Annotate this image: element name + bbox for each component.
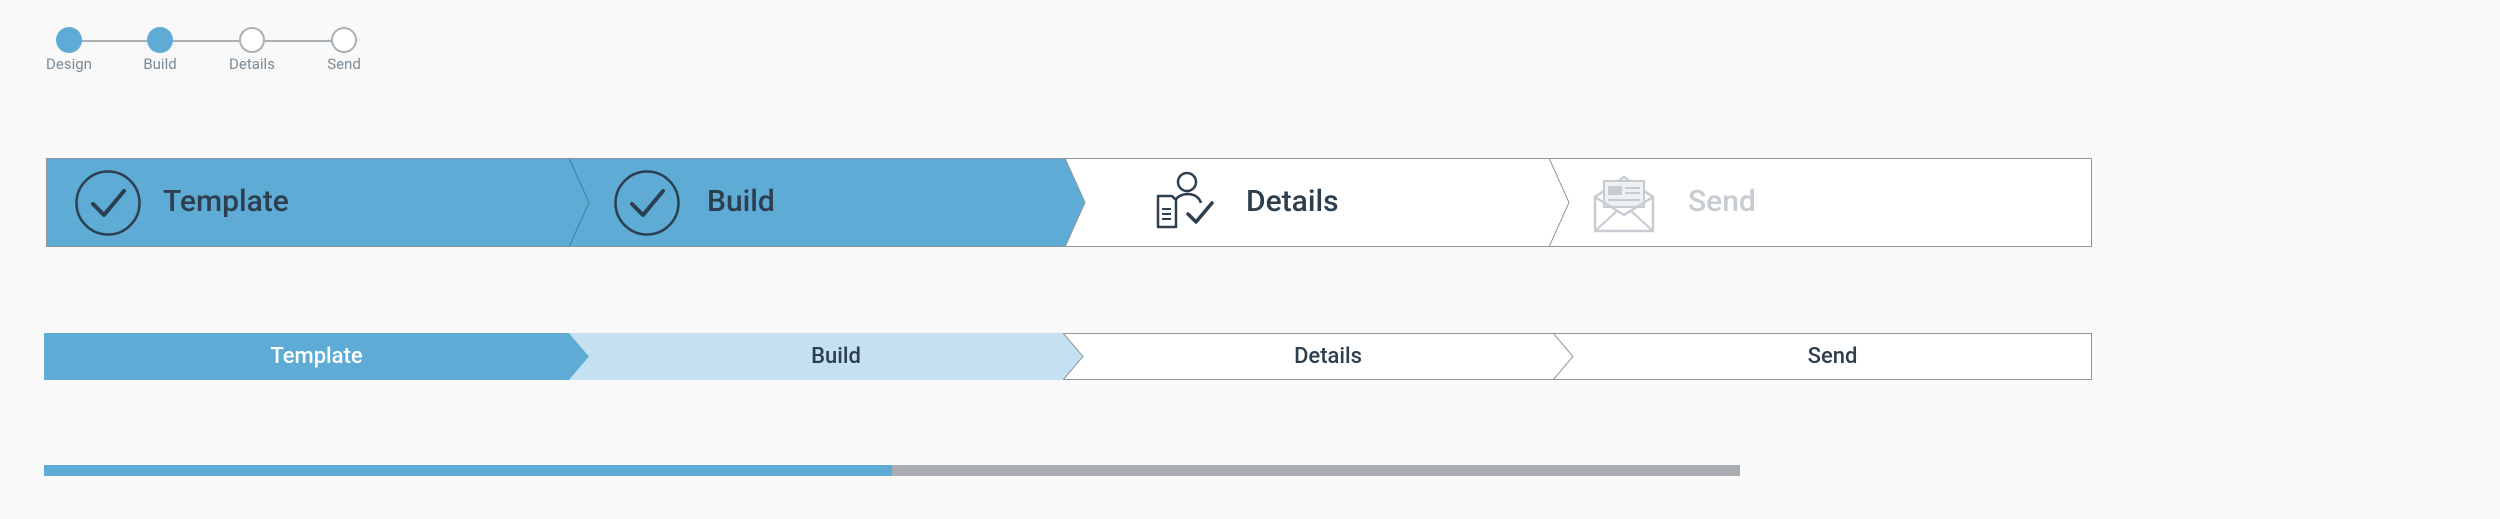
chevron-step-build[interactable]: Build — [586, 158, 1076, 247]
step-label-design: Design — [46, 55, 92, 73]
chevron-step-label: Details — [1246, 184, 1339, 219]
step-dot-details[interactable] — [239, 27, 265, 53]
progress-bar — [44, 465, 1740, 476]
step-dot-send[interactable] — [331, 27, 357, 53]
check-circle-icon — [614, 170, 680, 236]
slim-stepper-background — [44, 333, 2092, 380]
step-label-details: Details — [229, 55, 275, 73]
chevron-stepper-background — [46, 158, 2092, 247]
user-document-check-icon — [1156, 171, 1214, 229]
step-dot-design[interactable] — [56, 27, 82, 53]
progress-bar-fill — [44, 465, 892, 476]
chevron-stepper: Template Build Details — [46, 158, 2092, 247]
check-circle-icon — [75, 170, 141, 236]
chevron-step-label: Build — [707, 184, 775, 219]
chevron-step-details[interactable]: Details — [1076, 158, 1556, 247]
slim-step-template[interactable]: Template — [270, 344, 363, 369]
envelope-open-icon — [1593, 175, 1655, 233]
step-label-build: Build — [143, 55, 177, 73]
chevron-step-send[interactable]: Send — [1556, 158, 2092, 247]
slim-step-send[interactable]: Send — [1807, 344, 1858, 369]
chevron-step-label: Send — [1688, 184, 1756, 219]
slim-step-build[interactable]: Build — [811, 344, 861, 369]
slim-step-details[interactable]: Details — [1294, 344, 1362, 369]
step-label-send: Send — [327, 55, 361, 73]
slim-stepper: Template Build Details Send — [44, 333, 2092, 380]
step-dot-build[interactable] — [147, 27, 173, 53]
chevron-step-label: Template — [163, 184, 289, 219]
dot-stepper: Design Build Details Send — [0, 0, 400, 90]
chevron-step-template[interactable]: Template — [46, 158, 586, 247]
dot-stepper-track — [68, 40, 344, 42]
